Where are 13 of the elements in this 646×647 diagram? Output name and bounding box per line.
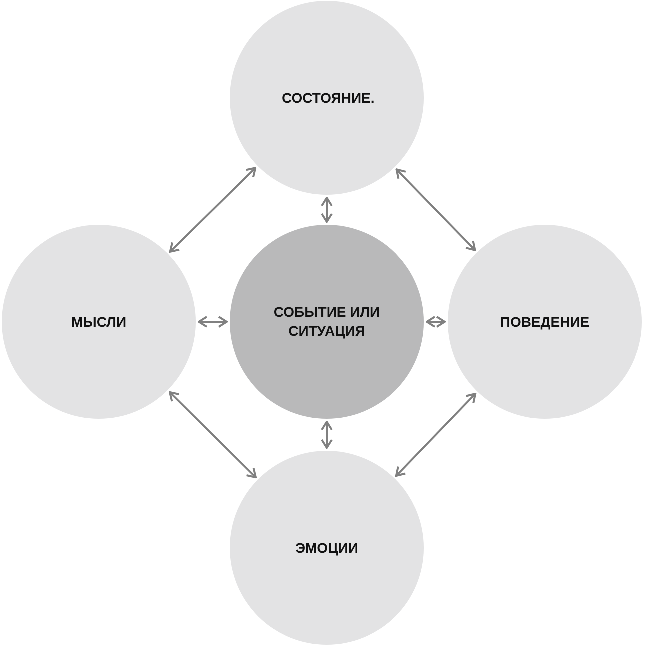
double-arrow bbox=[396, 168, 476, 252]
double-arrow bbox=[321, 197, 333, 223]
node-label: ЭМОЦИИ bbox=[296, 538, 358, 558]
node-label: МЫСЛИ bbox=[71, 312, 126, 332]
double-arrow bbox=[198, 316, 228, 328]
node-label: ПОВЕДЕНИЕ bbox=[500, 312, 590, 332]
double-arrow bbox=[395, 392, 477, 478]
node-label: СОБЫТИЕ ИЛИ СИТУАЦИЯ bbox=[272, 303, 382, 341]
node-label: СОСТОЯНИЕ. bbox=[282, 88, 372, 108]
double-arrow bbox=[169, 167, 257, 253]
double-arrow bbox=[426, 316, 446, 328]
double-arrow bbox=[169, 391, 257, 479]
double-arrow bbox=[321, 421, 333, 449]
